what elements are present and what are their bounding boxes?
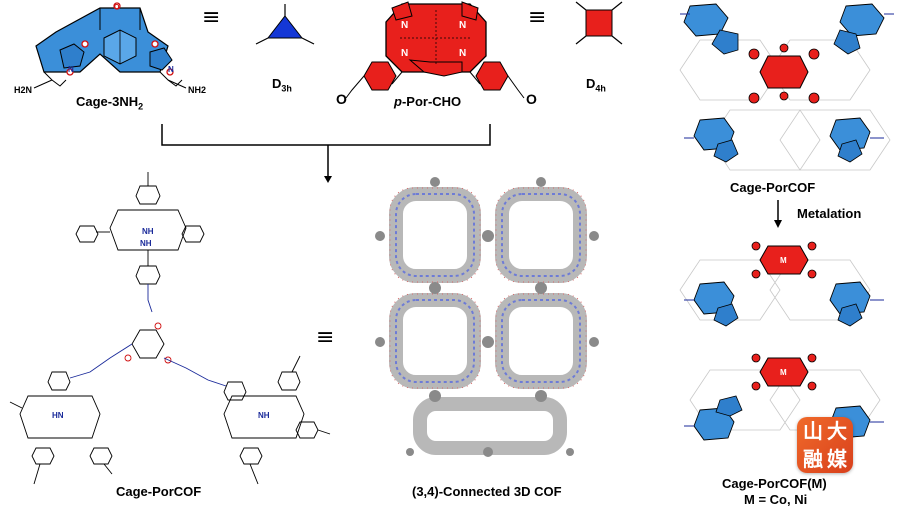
equiv-sign-3: ≡ <box>316 325 334 350</box>
metal-center-1: M <box>780 256 787 265</box>
cage-3nh2-molecule <box>33 2 187 89</box>
por-atom-n2: N <box>459 20 466 31</box>
label-metalation: Metalation <box>797 206 862 221</box>
cage-porcof-m-network <box>679 241 884 441</box>
watermark-char-3: 融 <box>803 447 823 471</box>
aldehyde-o-right: O <box>526 91 537 107</box>
cage-atom-o1: O <box>114 4 120 11</box>
watermark-char-2: 大 <box>827 419 847 443</box>
d4h-square-icon <box>575 1 623 45</box>
por-atom-n4: N <box>459 48 466 59</box>
label-d3h: D3h <box>272 76 292 94</box>
cage-nh2-label: NH2 <box>188 85 206 95</box>
watermark-char-1: 山 <box>803 419 823 443</box>
label-p-por-cho: p-Por-CHO <box>394 94 462 109</box>
label-cage-porcof-m: Cage-PorCOF(M) <box>722 476 827 491</box>
label-cage-porcof-right: Cage-PorCOF <box>730 180 816 195</box>
cage-porcof-network-top <box>679 3 894 171</box>
d3h-triangle-icon <box>255 4 315 45</box>
label-d4h: D4h <box>586 76 606 94</box>
connected-3d-cof-render <box>370 172 602 472</box>
por1-nh-label: NH <box>142 227 154 236</box>
metal-center-2: M <box>780 368 787 377</box>
label-connected-3d-cof: (3,4)-Connected 3D COF <box>412 484 562 499</box>
por2-hn-label: HN <box>52 411 64 420</box>
aldehyde-o-left: O <box>336 91 347 107</box>
por3-nh-label: NH <box>258 411 270 420</box>
equiv-sign-1: ≡ <box>202 5 220 30</box>
label-cage-3nh2: Cage-3NH2 <box>76 94 144 112</box>
cage-atom-n2: N <box>168 65 174 74</box>
watermark-logo: 山大 融媒 <box>797 417 853 473</box>
por-atom-n1: N <box>401 20 408 31</box>
cage-porcof-structure <box>9 172 331 485</box>
por1-nh2-label: NH <box>140 239 152 248</box>
equiv-sign-2: ≡ <box>528 5 546 30</box>
cage-atom-n1: N <box>68 65 74 74</box>
reaction-arrow <box>161 124 491 183</box>
por-atom-n3: N <box>401 48 408 59</box>
p-por-cho-molecule <box>345 1 525 99</box>
cage-h2n-label: H2N <box>14 85 32 95</box>
label-cage-porcof-left: Cage-PorCOF <box>116 484 202 499</box>
label-m-co-ni: M = Co, Ni <box>744 492 808 506</box>
metalation-arrow <box>774 200 782 228</box>
watermark-char-4: 媒 <box>827 447 847 471</box>
